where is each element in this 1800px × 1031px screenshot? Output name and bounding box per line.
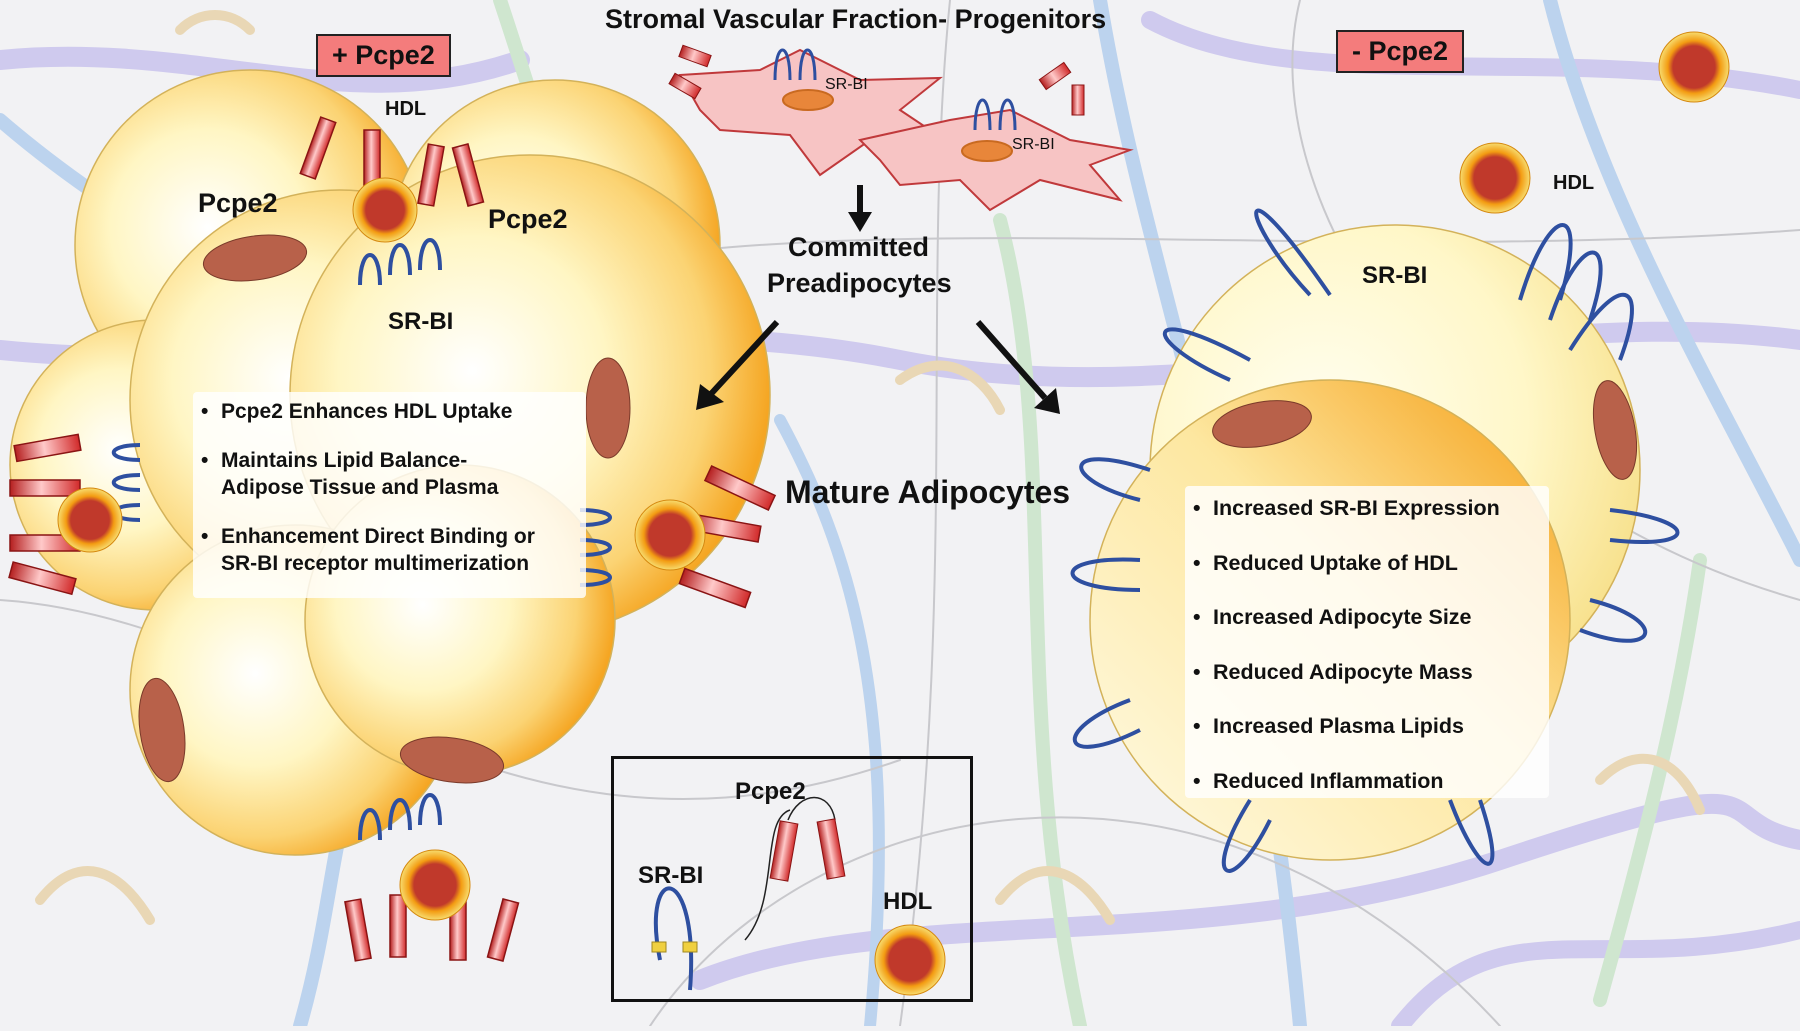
tag-minus-pcpe2: - Pcpe2 bbox=[1336, 30, 1465, 73]
label-pcpe2-left-a: Pcpe2 bbox=[198, 188, 278, 218]
label-srbi-left: SR-BI bbox=[388, 308, 454, 335]
effect-item: Enhancement Direct Binding or SR-BI rece… bbox=[193, 523, 586, 577]
effect-item: Increased SR-BI Expression bbox=[1185, 494, 1549, 522]
effects-panel-minus-pcpe2: Increased SR-BI Expression Reduced Uptak… bbox=[1185, 486, 1549, 798]
flow-arrows bbox=[696, 185, 1060, 414]
pcpe2-proteins-left bbox=[8, 116, 777, 962]
nuclei-left bbox=[138, 234, 631, 784]
srbi-receptors-right bbox=[1070, 208, 1680, 873]
legend-drawings bbox=[651, 796, 946, 996]
label-mature-adipocytes: Mature Adipocytes bbox=[785, 474, 1071, 510]
hdl-particles-left bbox=[57, 177, 706, 921]
effect-item: Maintains Lipid Balance- Adipose Tissue … bbox=[193, 447, 586, 501]
label-pcpe2-left-b: Pcpe2 bbox=[488, 204, 568, 234]
progenitor-receptors bbox=[668, 44, 1085, 131]
effect-item: Pcpe2 Enhances HDL Uptake bbox=[193, 398, 586, 425]
legend-label-hdl: HDL bbox=[883, 888, 933, 915]
effect-item: Reduced Inflammation bbox=[1185, 767, 1549, 795]
label-srbi-right: SR-BI bbox=[1362, 262, 1428, 289]
effects-panel-plus-pcpe2: Pcpe2 Enhances HDL Uptake Maintains Lipi… bbox=[193, 392, 586, 598]
progenitor-cells bbox=[678, 48, 1134, 212]
label-preadipocytes: Preadipocytes bbox=[767, 268, 952, 298]
srbi-receptors-left bbox=[111, 238, 612, 841]
legend-label-pcpe2: Pcpe2 bbox=[735, 778, 806, 805]
label-hdl-right: HDL bbox=[1553, 172, 1595, 194]
label-committed: Committed bbox=[788, 232, 929, 262]
legend-label-srbi: SR-BI bbox=[638, 862, 704, 889]
effect-item: Reduced Uptake of HDL bbox=[1185, 549, 1549, 577]
effect-item: Increased Plasma Lipids bbox=[1185, 712, 1549, 740]
effect-item: Increased Adipocyte Size bbox=[1185, 603, 1549, 631]
legend-box bbox=[611, 756, 973, 1002]
label-hdl-left: HDL bbox=[385, 98, 427, 120]
hdl-particles-right bbox=[1459, 31, 1730, 214]
tag-plus-pcpe2: + Pcpe2 bbox=[316, 34, 451, 77]
effect-item: Reduced Adipocyte Mass bbox=[1185, 658, 1549, 686]
label-srbi-progenitor-a: SR-BI bbox=[825, 76, 868, 93]
page-title: Stromal Vascular Fraction- Progenitors bbox=[605, 4, 1107, 34]
label-srbi-progenitor-b: SR-BI bbox=[1012, 136, 1055, 153]
